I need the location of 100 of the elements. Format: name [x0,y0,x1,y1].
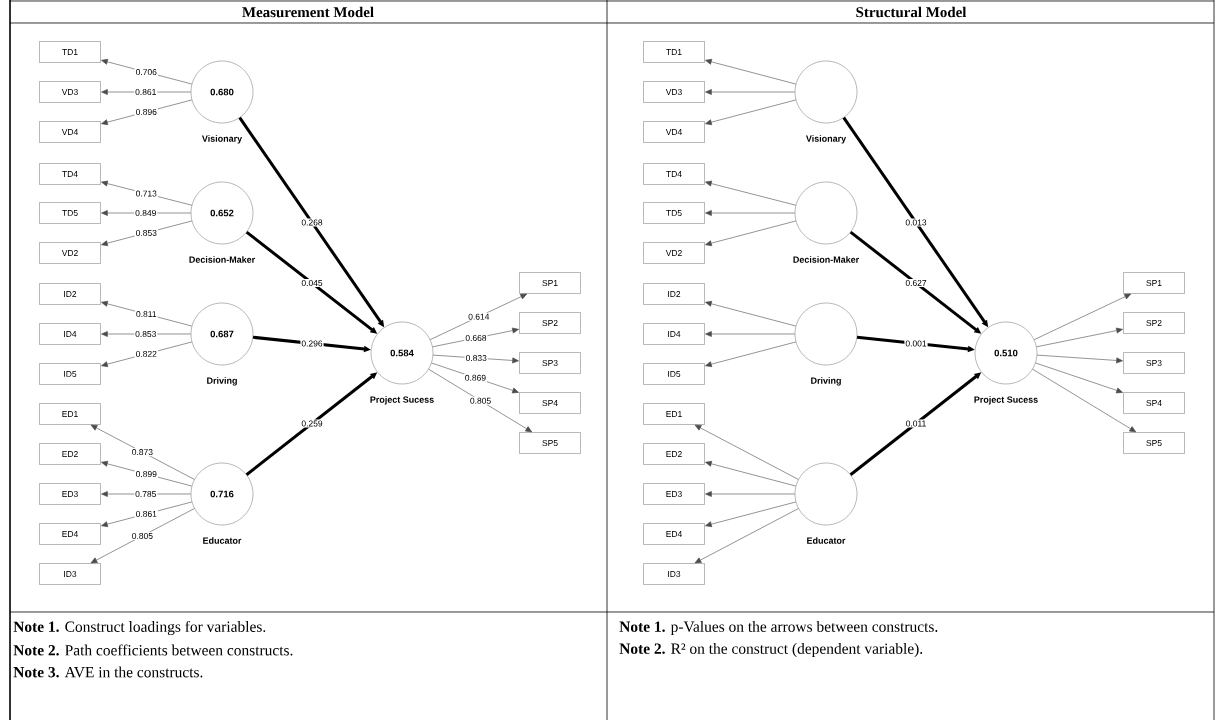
indicator-box: ED3 [643,483,705,505]
arrow [705,491,796,497]
edge-label: 0.011 [904,419,928,428]
edge-label: 0.861 [134,509,158,518]
arrow [101,220,193,247]
edge-label: 0.805 [130,531,154,540]
edge-label: 0.268 [300,218,324,227]
arrow [101,58,193,85]
indicator-box: ED1 [39,403,101,425]
note: Note 1. Construct loadings for variables. [13,620,266,636]
indicator-box: VD2 [643,242,705,264]
arrow [705,180,797,206]
edge-label: 0.869 [463,373,488,382]
indicator-box: SP2 [1123,312,1185,334]
construct-circle [794,462,858,526]
edge-label: 0.713 [134,189,158,198]
edge-label: 0.861 [134,88,158,96]
indicator-box: ED2 [39,443,101,465]
indicator-box: TD1 [39,41,101,63]
indicator-box: ID4 [39,323,101,345]
indicator-box: ID5 [39,363,101,385]
indicator-box: ED3 [39,483,101,505]
edge-label: 0.849 [134,209,158,217]
edge-label: 0.296 [300,339,324,348]
construct-circle [794,60,858,124]
indicator-box: SP2 [519,312,581,334]
arrow [101,460,193,487]
arrow [705,210,796,216]
arrow [705,460,797,487]
indicator-box: VD2 [39,242,101,264]
construct-name: Educator [203,537,242,544]
arrow [101,501,193,528]
edge-label: 0.853 [134,330,158,338]
edge-label: 0.785 [134,490,158,498]
indicator-box: SP1 [1123,272,1185,294]
arrow [101,300,193,327]
edge-label: 0.811 [135,310,158,319]
construct-name: Decision-Maker [793,256,859,263]
indicator-box: TD5 [643,202,705,224]
note: Note 3. AVE in the constructs. [13,666,203,678]
edge-label: 0.706 [134,68,158,77]
construct-name: Project Sucess [370,396,434,405]
arrow [101,99,193,126]
indicator-box: SP4 [519,392,581,414]
construct-name: Driving [207,377,237,386]
edge-label: 0.899 [134,470,158,479]
indicator-box: ID2 [643,283,705,305]
construct-circle [794,302,858,366]
indicator-box: ED1 [643,403,705,425]
indicator-box: ID3 [643,563,705,585]
indicator-box: ED4 [643,523,705,545]
construct-circle [794,181,858,245]
column-header: Structural Model [856,6,967,18]
indicator-box: TD5 [39,202,101,224]
construct-name: Visionary [805,135,847,144]
indicator-box: ID2 [39,283,101,305]
indicator-box: ID4 [643,323,705,345]
arrow [428,368,533,433]
edge-label: 0.001 [904,339,928,348]
edge-label: 0.873 [130,448,154,457]
indicator-box: VD4 [39,121,101,143]
indicator-box: ID3 [39,563,101,585]
indicator-box: TD4 [39,163,101,185]
indicator-box: VD4 [643,121,705,143]
arrow [694,508,799,564]
indicator-box: VD3 [643,81,705,103]
edge-label: 0.614 [467,312,491,321]
edge-label: 0.833 [464,354,488,362]
indicator-box: ED2 [643,443,705,465]
edge-label: 0.668 [464,334,488,342]
arrow [705,331,796,337]
edge-label: 0.896 [134,107,158,116]
arrow [705,220,797,247]
arrow [101,341,193,368]
arrow [431,362,519,394]
edge-label: 0.822 [134,349,158,358]
indicator-box: TD1 [643,41,705,63]
arrow [705,99,797,126]
arrow [1035,362,1123,394]
edge-label: 0.853 [134,228,158,237]
arrow [432,327,519,348]
indicator-box: ID5 [643,363,705,385]
construct-name: Visionary [201,135,243,144]
arrow [705,300,797,327]
arrow [101,210,192,216]
indicator-box: SP5 [519,432,581,454]
edge-label: 0.627 [904,279,928,287]
arrow [705,501,797,528]
construct-name: Project Sucess [974,396,1038,405]
edge-label: 0.013 [904,218,928,227]
note: Note 2. R² on the construct (dependent variable). [619,643,923,657]
arrow [429,293,527,340]
arrow [705,89,796,95]
edge-label: 0.045 [300,279,324,287]
arrow [1033,293,1131,340]
note: Note 1. p-Values on the arrows between constructs. [619,621,938,635]
arrow [101,331,192,337]
arrow [101,180,193,206]
indicator-box: SP3 [519,352,581,374]
arrow [1036,327,1123,348]
